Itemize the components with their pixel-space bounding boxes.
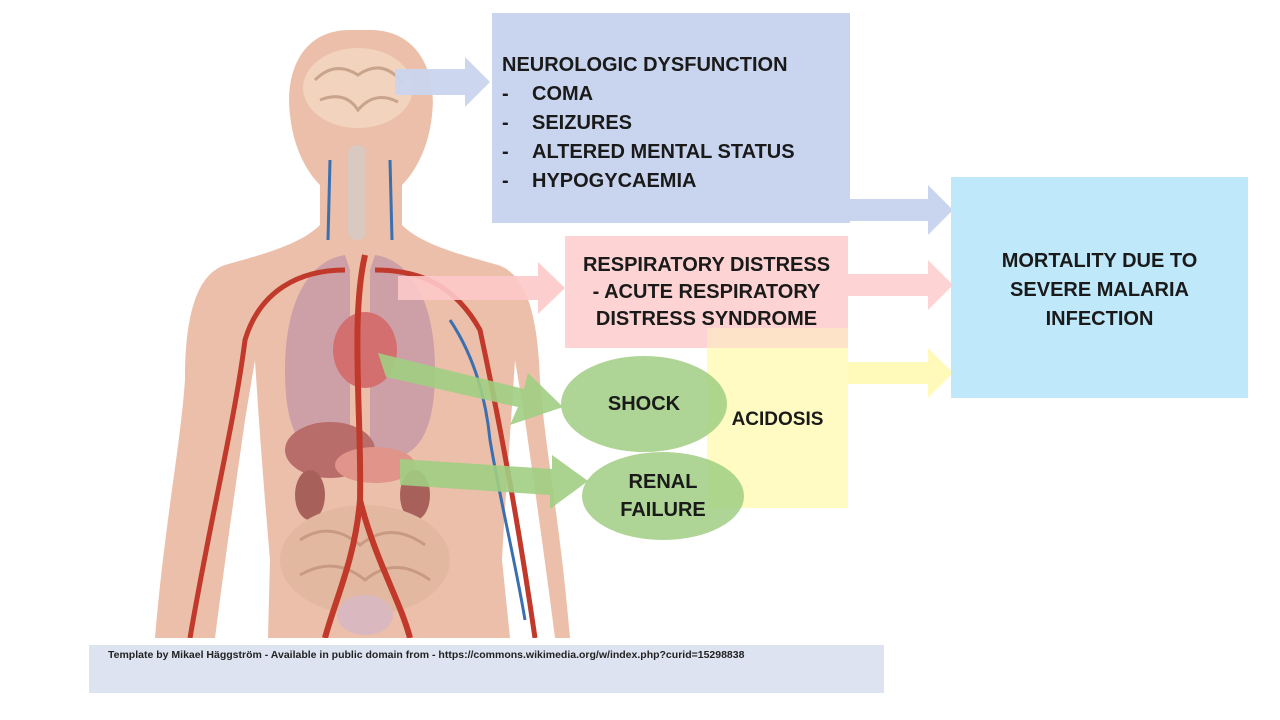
neuro-item-label: HYPOGYCAEMIA	[532, 170, 697, 192]
neuro-bullet: -	[502, 141, 509, 163]
mortality-line-3: INFECTION	[1045, 308, 1154, 330]
neuro-bullet: -	[502, 170, 509, 192]
neuro-item-coma: - COMA	[502, 80, 850, 109]
neuro-item-seizures: - SEIZURES	[502, 109, 850, 138]
neuro-item-label: SEIZURES	[532, 112, 633, 134]
neurologic-dysfunction-box: NEUROLOGIC DYSFUNCTION - COMA - SEIZURES…	[492, 13, 850, 223]
left-arm-artery	[187, 267, 346, 638]
acidosis-label: ACIDOSIS	[731, 409, 824, 430]
shock-ellipse: SHOCK	[561, 356, 727, 452]
neuro-item-hypoglycaemia: - HYPOGYCAEMIA	[502, 167, 850, 196]
heart-shape	[333, 312, 397, 388]
renal-failure-ellipse: RENAL FAILURE	[582, 452, 744, 540]
shock-label: SHOCK	[607, 393, 681, 415]
neuro-item-altered-mental-status: - ALTERED MENTAL STATUS	[502, 138, 850, 167]
arrow-heart-to-shock	[378, 353, 563, 425]
arrow-brain-to-neuro	[395, 57, 490, 107]
credit-box	[89, 645, 884, 693]
intestine-folds	[299, 529, 431, 582]
respiratory-line-3: DISTRESS SYNDROME	[595, 307, 818, 330]
bladder-shape	[337, 595, 393, 635]
arrow-respiratory-to-mortality	[848, 260, 953, 310]
brain-folds	[313, 66, 404, 113]
respiratory-line-1: RESPIRATORY DISTRESS	[582, 253, 831, 276]
mortality-line-2: SEVERE MALARIA	[1010, 279, 1189, 301]
arrow-neuro-to-mortality	[848, 185, 953, 235]
neuro-bullet: -	[502, 83, 509, 105]
mortality-line-1: MORTALITY DUE TO	[1001, 250, 1198, 272]
aorta-shape	[322, 254, 413, 638]
neuro-item-label: ALTERED MENTAL STATUS	[532, 141, 795, 163]
arrow-acidosis-to-mortality	[848, 348, 953, 398]
left-kidney-shape	[295, 470, 325, 520]
renal-line-1: RENAL	[628, 471, 698, 493]
renal-line-2: FAILURE	[620, 499, 706, 521]
trachea-shape	[348, 145, 366, 240]
neuro-bullet: -	[502, 112, 509, 134]
credit-text: Template by Mikael Häggström - Available…	[108, 649, 745, 661]
right-lung-shape	[370, 255, 435, 460]
right-arm-vein	[448, 319, 527, 621]
respiratory-line-2: - ACUTE RESPIRATORY	[592, 280, 821, 303]
neuro-title: NEUROLOGIC DYSFUNCTION	[502, 54, 788, 76]
arrow-lungs-to-respiratory	[398, 262, 565, 314]
neuro-item-label: COMA	[532, 83, 594, 105]
arrow-kidney-to-renal	[400, 455, 588, 509]
neck-vein	[326, 159, 394, 241]
mortality-box: MORTALITY DUE TO SEVERE MALARIA INFECTIO…	[951, 177, 1248, 398]
left-lung-shape	[285, 255, 350, 460]
pancreas-shape	[335, 447, 415, 483]
acidosis-overlap-strip	[707, 328, 848, 348]
